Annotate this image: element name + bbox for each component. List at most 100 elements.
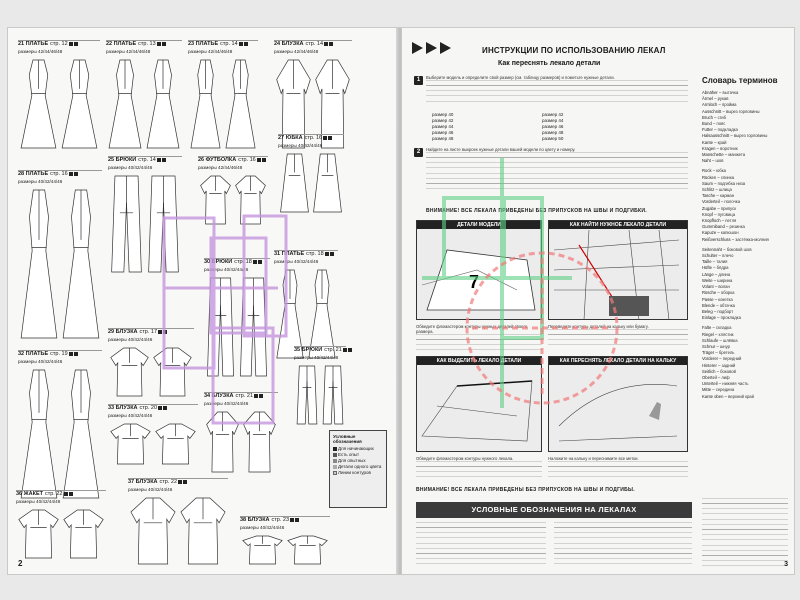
garment-sketch xyxy=(108,59,180,149)
svg-text:7: 7 xyxy=(469,272,479,292)
step3-paragraph: Обведите фломастером контуры нужных дета… xyxy=(416,324,542,350)
model-sizes: размеры 42/44/46/48 xyxy=(198,165,243,170)
model-sizes: размеры 40/42/44/46 xyxy=(108,413,153,418)
panel-model-details: ДЕТАЛИ МОДЕЛИ 7 xyxy=(416,220,542,320)
size-option: размер 42 xyxy=(542,112,564,117)
garment-sketch xyxy=(18,509,104,559)
garment-sketch xyxy=(280,153,342,213)
step5-paragraph: Обведите фломастером контуры нужного лек… xyxy=(416,456,542,480)
arrow-icon xyxy=(440,42,451,54)
glossary-entry: Mitte – середина xyxy=(702,387,735,393)
step-number: 2 xyxy=(414,148,423,157)
garment-sketch xyxy=(242,535,328,565)
legend-item: Для начинающих xyxy=(333,446,383,452)
glossary-entry: Beleg – подборт xyxy=(702,308,734,314)
model-sizes: размеры 40/42/44/46 xyxy=(204,267,249,272)
glossary-entry: Rücken – спинка xyxy=(702,174,735,180)
garment-sketch xyxy=(130,497,226,565)
warning-note: ВНИМАНИЕ! ВСЕ ЛЕКАЛА ПРИВЕДЕНЫ БЕЗ ПРИПУ… xyxy=(416,487,635,493)
spread-gutter xyxy=(396,28,404,574)
glossary-entry: Gummiband – резинка xyxy=(702,224,745,230)
garment-sketch xyxy=(200,175,266,225)
page-number-right: 3 xyxy=(784,561,788,568)
glossary-entry: Hinterer – задний xyxy=(702,362,736,368)
legend-title: Условные обозначения xyxy=(333,434,362,444)
glossary-entry: Knopf – пуговица xyxy=(702,211,736,217)
model-sizes: размеры 42/44/46/48 xyxy=(274,49,319,54)
glossary-entry: Schulter – плечо xyxy=(702,253,734,259)
garment-sketch xyxy=(206,411,276,473)
garment-sketch xyxy=(110,423,196,465)
arrow-icon xyxy=(426,42,437,54)
panel-find-pattern: КАК НАЙТИ НУЖНОЕ ЛЕКАЛО ДЕТАЛИ xyxy=(548,220,688,320)
instructions-subtitle: Как переснять лекало детали xyxy=(498,60,601,67)
model-sizes: размеры 42/44/46/48 xyxy=(106,49,151,54)
legend-item: Детали одного цвета xyxy=(333,464,383,470)
glossary-entry: Knopfloch – петля xyxy=(702,218,737,224)
size-option: размер 50 xyxy=(542,136,564,141)
glossary-entry: Vorderteil – полочка xyxy=(702,199,741,205)
glossary-entry: Einlage – прокладка xyxy=(702,315,741,321)
step-number: 1 xyxy=(414,76,423,85)
warning-note: ВНИМАНИЕ! ВСЕ ЛЕКАЛА ПРИВЕДЕНЫ БЕЗ ПРИПУ… xyxy=(426,208,647,214)
glossary-entry: Passe – кокетка xyxy=(702,296,733,302)
step4-paragraph: Переведите контуры деталей на кальку или… xyxy=(548,324,688,350)
model-sizes: размеры 40/42/44/46 xyxy=(294,355,339,360)
glossary-entry: Reißverschluss – застёжка-молния xyxy=(702,236,769,242)
glossary-entry: Weite – ширина xyxy=(702,277,733,283)
size-option: размер 48 xyxy=(542,130,564,135)
glossary-entry: Vorderer – передний xyxy=(702,356,742,362)
garment-sketch xyxy=(296,365,344,425)
model-sizes: размеры 40/42/44/46 xyxy=(108,165,153,170)
glossary-entry: Halsausschnitt – вырез горловины xyxy=(702,133,768,139)
panel-trace-pattern: КАК ПЕРЕСНЯТЬ ЛЕКАЛО ДЕТАЛИ НА КАЛЬКУ xyxy=(548,356,688,452)
right-page-instructions: ИНСТРУКЦИИ ПО ИСПОЛЬЗОВАНИЮ ЛЕКАЛ Как пе… xyxy=(402,28,794,574)
model-sizes: размеры 40/42/44/46 xyxy=(128,487,173,492)
size-option: размер 44 xyxy=(542,118,564,123)
glossary-entry: Seitennaht – боковой шов xyxy=(702,246,752,252)
glossary-entry: Bund – пояс xyxy=(702,121,726,127)
model-sizes: размеры 42/44/46/48 xyxy=(18,49,63,54)
arrow-icon xyxy=(412,42,423,54)
size-option: размер 40 xyxy=(432,112,454,117)
glossary-entry: Kragen – воротник xyxy=(702,145,738,151)
size-option: размер 46 xyxy=(432,130,454,135)
pattern-diagram xyxy=(558,384,678,442)
glossary-title: Словарь терминов xyxy=(702,76,778,85)
model-sizes: размеры 40/42/44/46 xyxy=(274,259,319,264)
glossary-entry: Oberteil – лиф xyxy=(702,374,730,380)
pattern-diagram: 7 xyxy=(421,249,536,311)
glossary-entry: Unterteil – нижняя часть xyxy=(702,381,749,387)
glossary-entry: Schlitz – шлица xyxy=(702,187,732,193)
model-sizes: размеры 40/42/44/46 xyxy=(18,179,63,184)
glossary-entry: Schnur – шнур xyxy=(702,343,730,349)
model-sizes: размеры 40/42/44/46 xyxy=(278,143,323,148)
glossary-entry: Kapuze – капюшон xyxy=(702,230,739,236)
step2-paragraph: Найдите на листе выкроек нужные детали в… xyxy=(426,147,688,193)
garment-sketch xyxy=(276,59,350,149)
model-sizes: размеры 40/42/44/46 xyxy=(108,337,153,342)
glossary-entry: Abnäher – вытачка xyxy=(702,90,739,95)
